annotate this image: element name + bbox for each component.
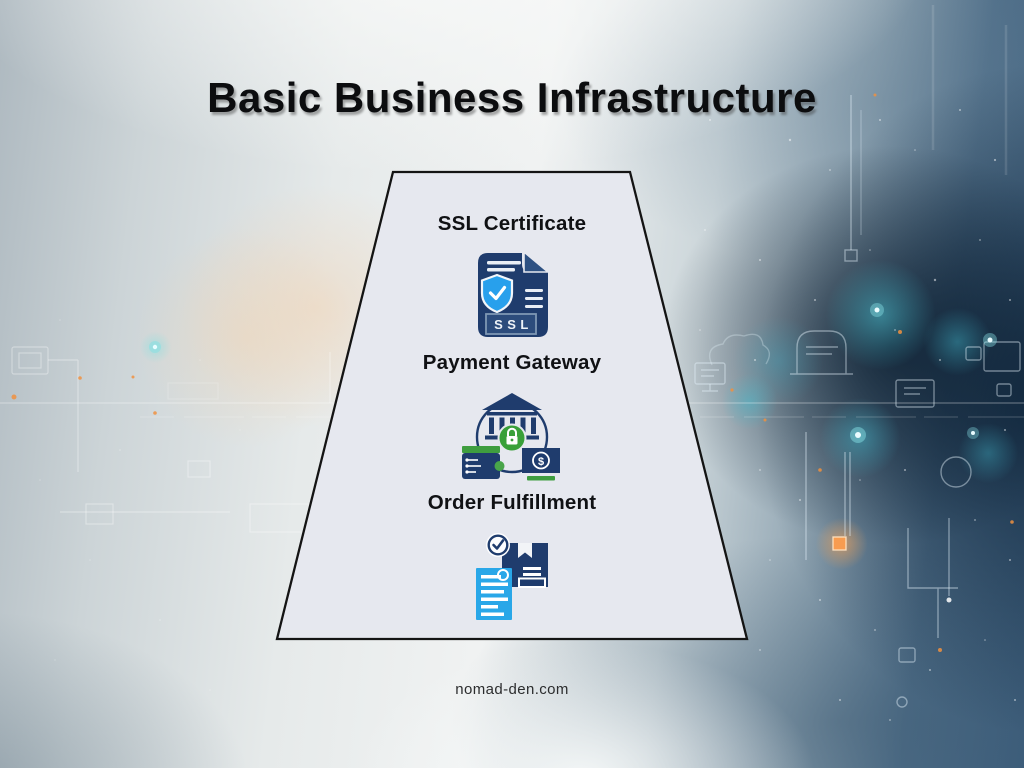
payment-gateway-icon: $ [462,393,560,481]
shield-check-icon [480,273,514,314]
svg-text:SSL: SSL [494,317,533,332]
digital-wallet-icon [462,446,505,479]
svg-text:$: $ [538,456,544,468]
funnel-item-label-ssl: SSL Certificate [437,212,587,235]
order-fulfillment-icon [476,533,548,620]
right-circuit-lines [694,95,1021,708]
document-list-icon [476,568,512,620]
glow-dots [11,93,1014,652]
secure-lock-badge [497,423,527,453]
ssl-certificate-icon: SSL [478,252,549,337]
ssl-badge: SSL [485,313,537,335]
funnel-item-label-order: Order Fulfillment [427,491,597,514]
website-url: nomad-den.com [455,681,569,698]
funnel-item-label-payment: Payment Gateway [422,351,602,374]
check-circle-icon [486,533,510,557]
cash-icon: $ [522,448,560,481]
page-title: Basic Business Infrastructure [207,74,817,121]
right-light-streaks [931,5,1008,175]
tape-ring-icon [497,569,509,581]
